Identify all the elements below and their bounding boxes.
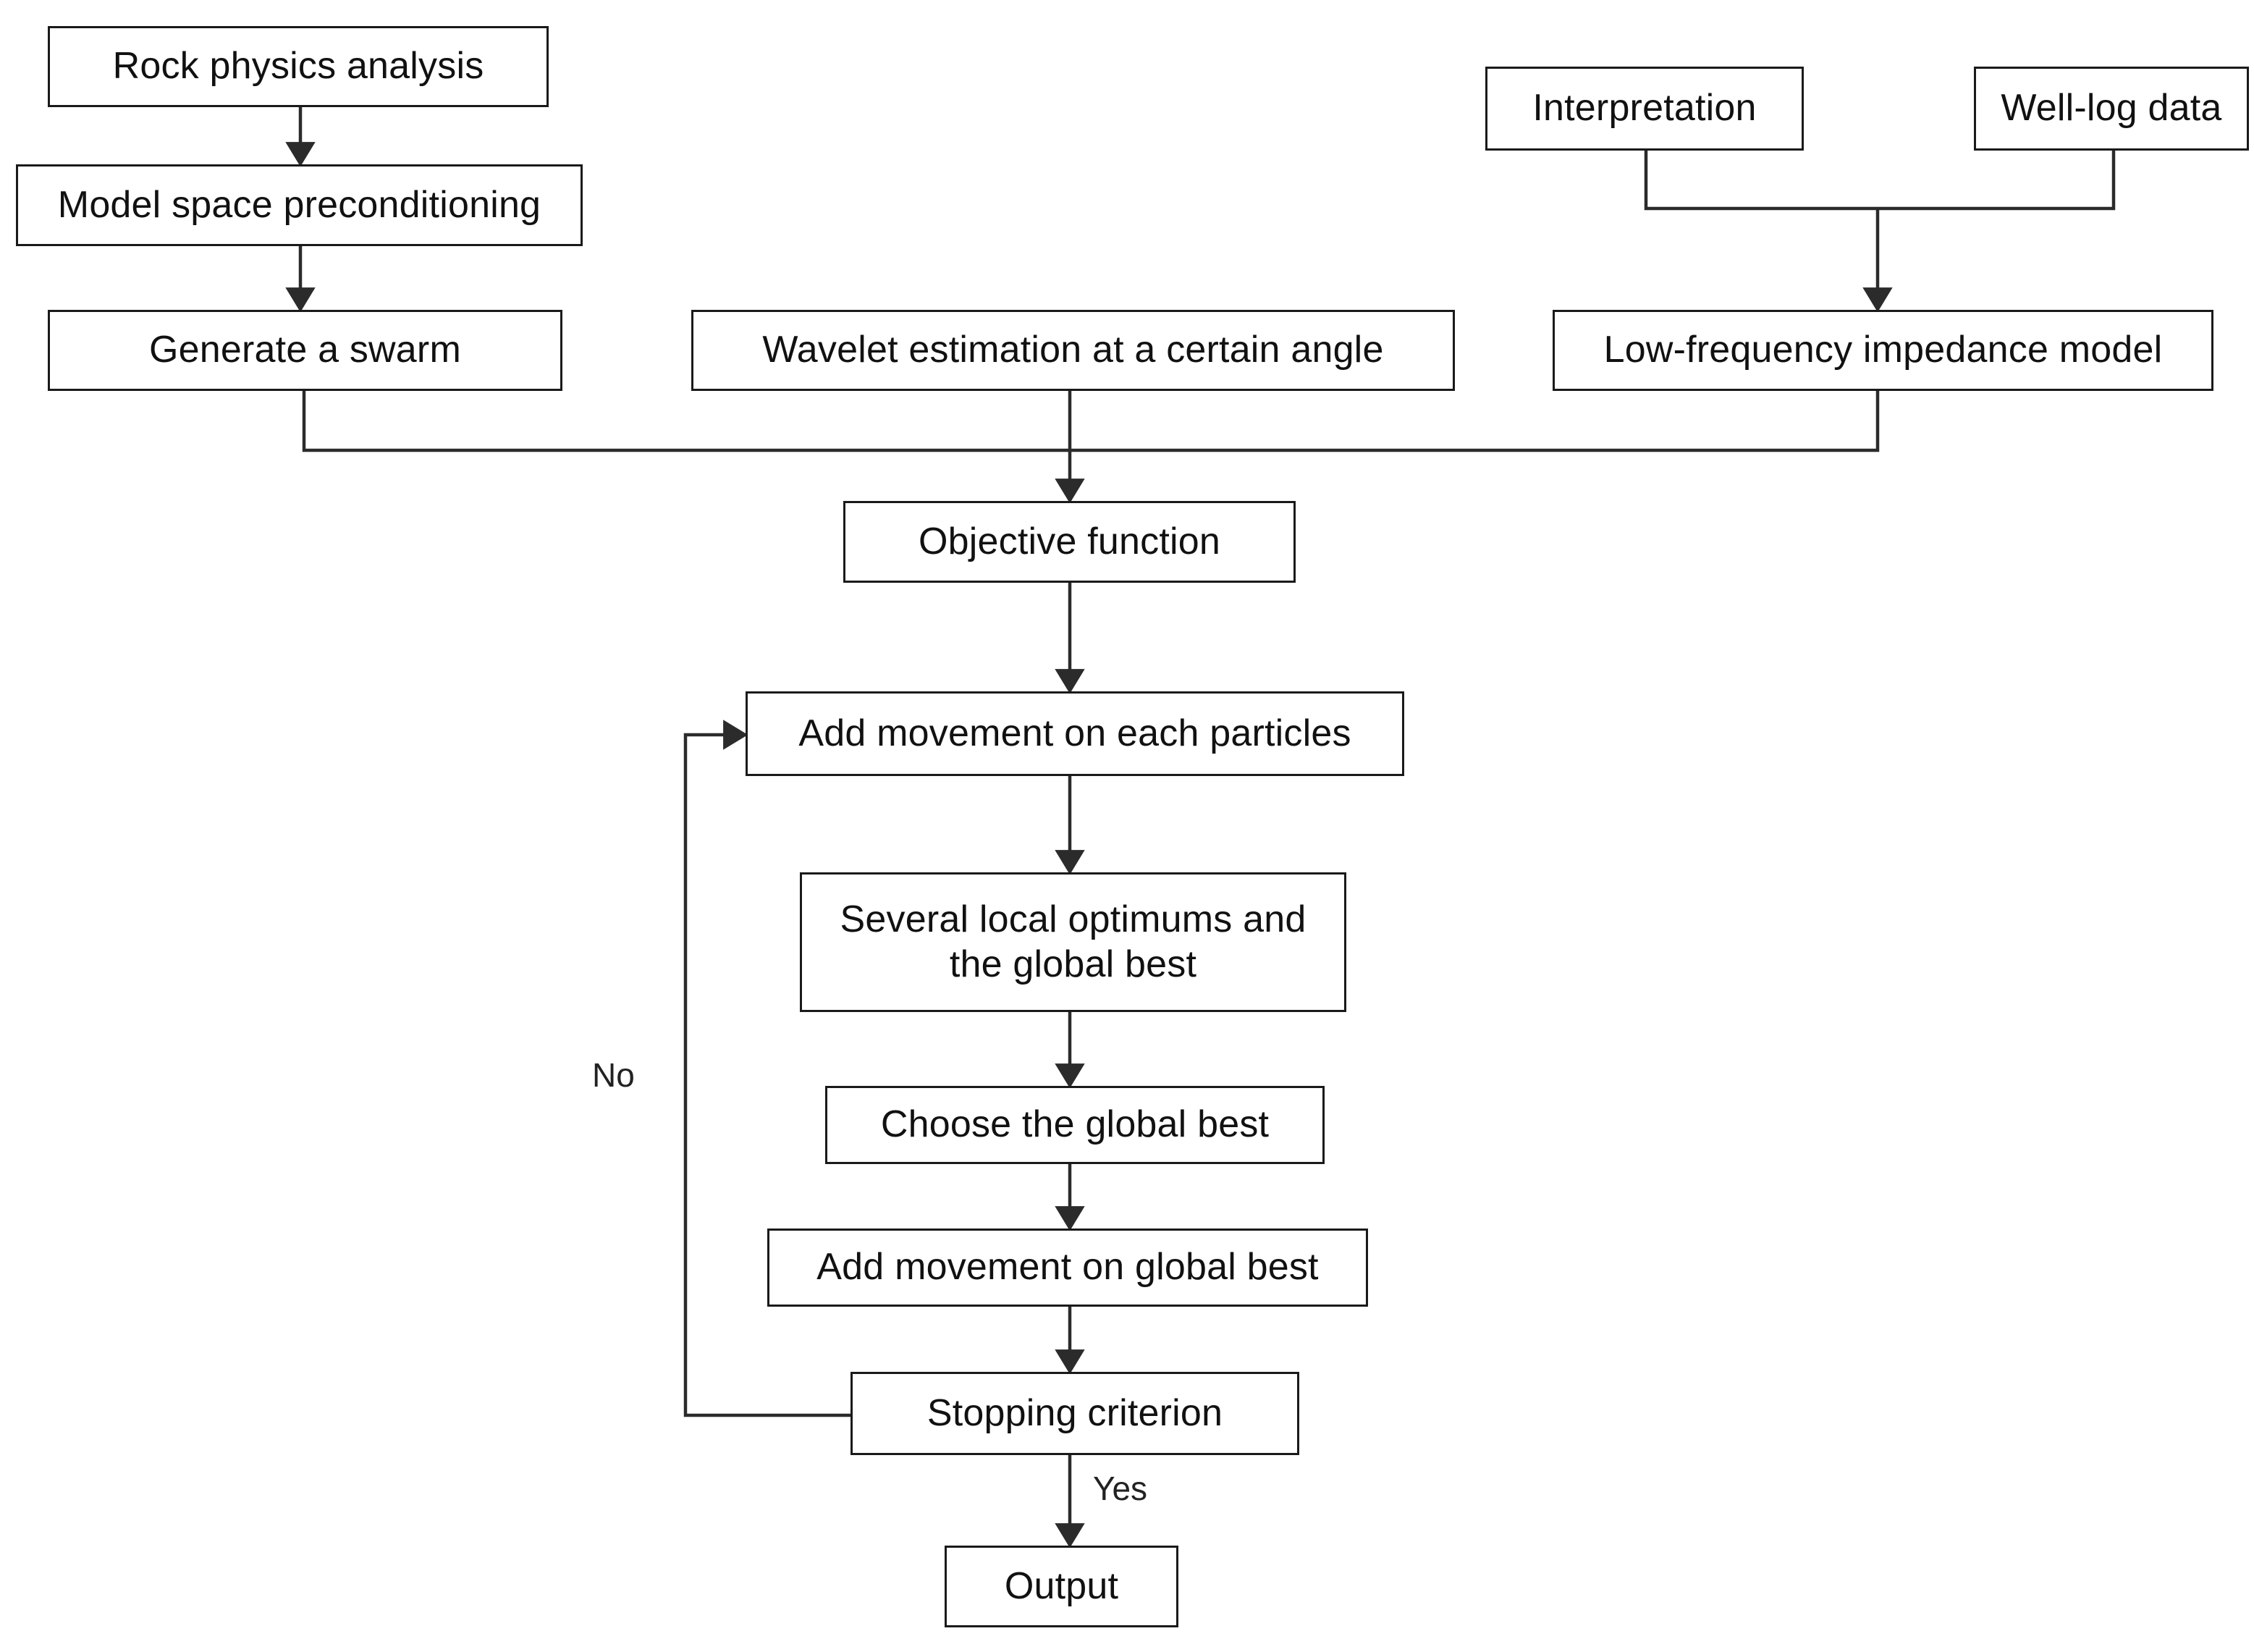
node-rock-physics-analysis[interactable]: Rock physics analysis <box>48 26 549 107</box>
edge-stopping-feedback-no <box>683 720 850 1417</box>
node-choose-global-best[interactable]: Choose the global best <box>825 1086 1325 1164</box>
node-model-space-preconditioning[interactable]: Model space preconditioning <box>16 164 583 246</box>
node-label: Stopping criterion <box>926 1391 1223 1434</box>
node-label: Well-log data <box>2001 87 2222 130</box>
node-label: Wavelet estimation at a certain angle <box>762 329 1384 371</box>
node-label: Model space preconditioning <box>57 183 541 226</box>
node-wavelet-estimation[interactable]: Wavelet estimation at a certain angle <box>691 310 1455 391</box>
node-label: Low-frequency impedance model <box>1603 329 2163 371</box>
edge-label-yes: Yes <box>1093 1470 1148 1507</box>
edge-well-log-to-junction <box>1878 151 2116 211</box>
edge-interpretation-to-junction <box>1644 151 1878 211</box>
node-label: Output <box>1004 1564 1119 1607</box>
node-label: Add movement on each particles <box>798 712 1351 754</box>
node-output[interactable]: Output <box>945 1546 1178 1627</box>
node-label: Add movement on global best <box>816 1246 1319 1289</box>
node-well-log-data[interactable]: Well-log data <box>1974 67 2249 151</box>
node-stopping-criterion[interactable]: Stopping criterion <box>850 1372 1299 1455</box>
edge-generate-swarm-to-bus <box>302 391 1070 452</box>
node-label: Objective function <box>919 520 1220 562</box>
node-add-movement-global-best[interactable]: Add movement on global best <box>767 1229 1368 1307</box>
edge-lfm-to-bus <box>1070 391 1880 452</box>
node-label: Generate a swarm <box>149 329 461 371</box>
node-label: Interpretation <box>1532 87 1757 130</box>
node-generate-a-swarm[interactable]: Generate a swarm <box>48 310 562 391</box>
node-several-local-optimums[interactable]: Several local optimums and the global be… <box>800 872 1346 1012</box>
edge-label-no: No <box>592 1056 635 1094</box>
node-objective-function[interactable]: Objective function <box>843 501 1296 583</box>
node-label: Choose the global best <box>880 1103 1270 1146</box>
node-add-movement-each-particles[interactable]: Add movement on each particles <box>746 691 1404 776</box>
node-low-frequency-impedance-model[interactable]: Low-frequency impedance model <box>1553 310 2213 391</box>
node-interpretation[interactable]: Interpretation <box>1485 67 1804 151</box>
node-label: Rock physics analysis <box>112 45 484 88</box>
node-label: Several local optimums and the global be… <box>840 898 1307 985</box>
